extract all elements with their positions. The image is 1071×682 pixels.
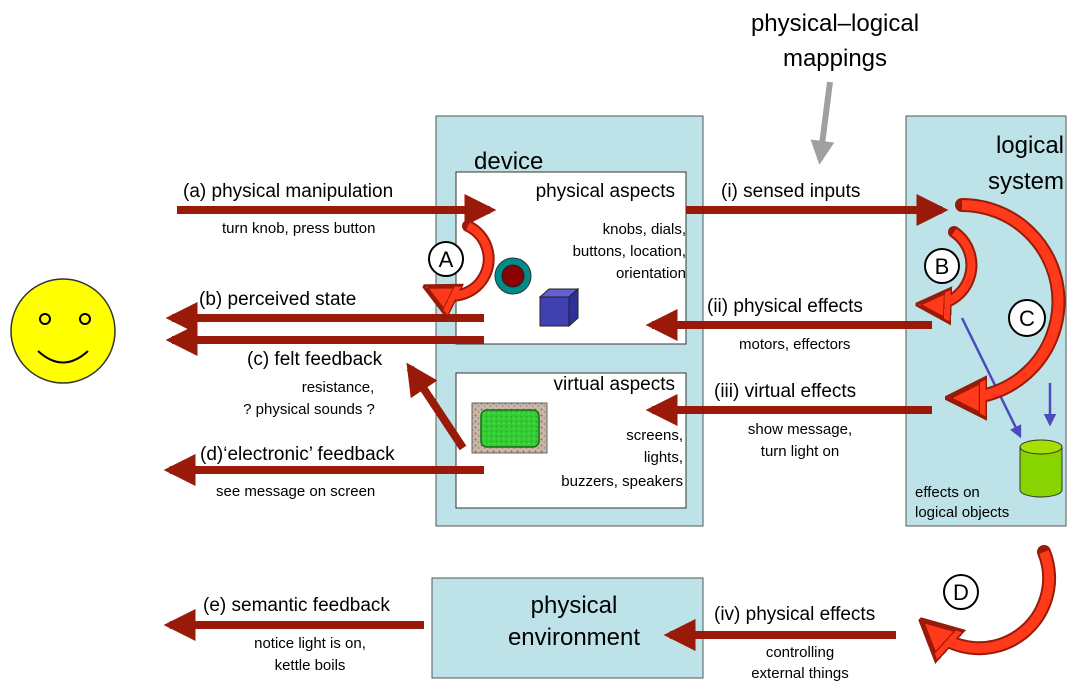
flow-label-a: (a) physical manipulation	[183, 181, 393, 202]
virtual-aspects-item: screens,	[626, 427, 683, 444]
physical-aspects-label: physical aspects	[536, 181, 675, 202]
logical-system-label-line2: system	[988, 168, 1064, 195]
logical-effects-label: effects on	[915, 484, 980, 501]
flow-detail-c-line2: ? physical sounds ?	[243, 401, 375, 418]
physical-aspects-item: buttons, location,	[573, 243, 686, 260]
environment-box	[431, 577, 704, 679]
cube-icon	[538, 287, 580, 328]
screen-icon	[471, 402, 548, 454]
diagram-title: physical–logical	[751, 10, 919, 37]
flow-label-e: (e) semantic feedback	[203, 595, 390, 616]
flow-label-b: (b) perceived state	[199, 289, 356, 310]
flow-detail-c: resistance,	[302, 379, 375, 396]
flow-label-i: (i) sensed inputs	[721, 181, 860, 202]
flow-detail-d: see message on screen	[216, 483, 375, 500]
loop-label-d: D	[953, 580, 969, 605]
loop-label-c: C	[1019, 306, 1035, 331]
loop-arrow-c: C	[962, 198, 1066, 398]
environment-label: physical	[531, 592, 618, 619]
diagram-title-line2: mappings	[783, 45, 887, 72]
loop-arrow-a: A	[429, 220, 495, 296]
physical-aspects-item: knobs, dials,	[603, 221, 686, 238]
loop-label-b: B	[935, 254, 950, 279]
flow-arrow-c	[406, 362, 467, 451]
flow-detail-e: notice light is on,	[254, 635, 366, 652]
knob-icon	[494, 257, 532, 295]
flow-detail-iii: show message,	[748, 421, 852, 438]
loop-arrow-b: B	[925, 226, 978, 305]
flow-label-iii: (iii) virtual effects	[714, 381, 856, 402]
flow-label-d: (d)‘electronic’ feedback	[200, 444, 395, 465]
environment-label-line2: environment	[508, 624, 640, 651]
mapping-arrow	[810, 81, 835, 165]
flow-detail-a: turn knob, press button	[222, 220, 375, 237]
flow-detail-ii: motors, effectors	[739, 336, 850, 353]
virtual-aspects-item: buzzers, speakers	[561, 473, 683, 490]
device-label: device	[474, 148, 543, 175]
cylinder-icon	[1019, 439, 1063, 498]
loop-arrow-d: D	[932, 545, 1057, 648]
physical-aspects-item: orientation	[616, 265, 686, 282]
flow-label-iv: (iv) physical effects	[714, 604, 875, 625]
virtual-aspects-label: virtual aspects	[554, 374, 675, 395]
effect-arrow	[960, 317, 1022, 439]
flow-label-c: (c) felt feedback	[247, 349, 383, 370]
flow-detail-iv: controlling	[766, 644, 834, 661]
loop-label-a: A	[439, 247, 454, 272]
logical-effects-label-line2: logical objects	[915, 504, 1009, 521]
logical-system-label: logical	[996, 132, 1064, 159]
flow-detail-iii-line2: turn light on	[761, 443, 839, 460]
flow-detail-iv-line2: external things	[751, 665, 849, 682]
flow-label-ii: (ii) physical effects	[707, 296, 863, 317]
flow-detail-e-line2: kettle boils	[275, 657, 346, 674]
smiley-face-icon	[10, 278, 116, 384]
virtual-aspects-item: lights,	[644, 449, 683, 466]
